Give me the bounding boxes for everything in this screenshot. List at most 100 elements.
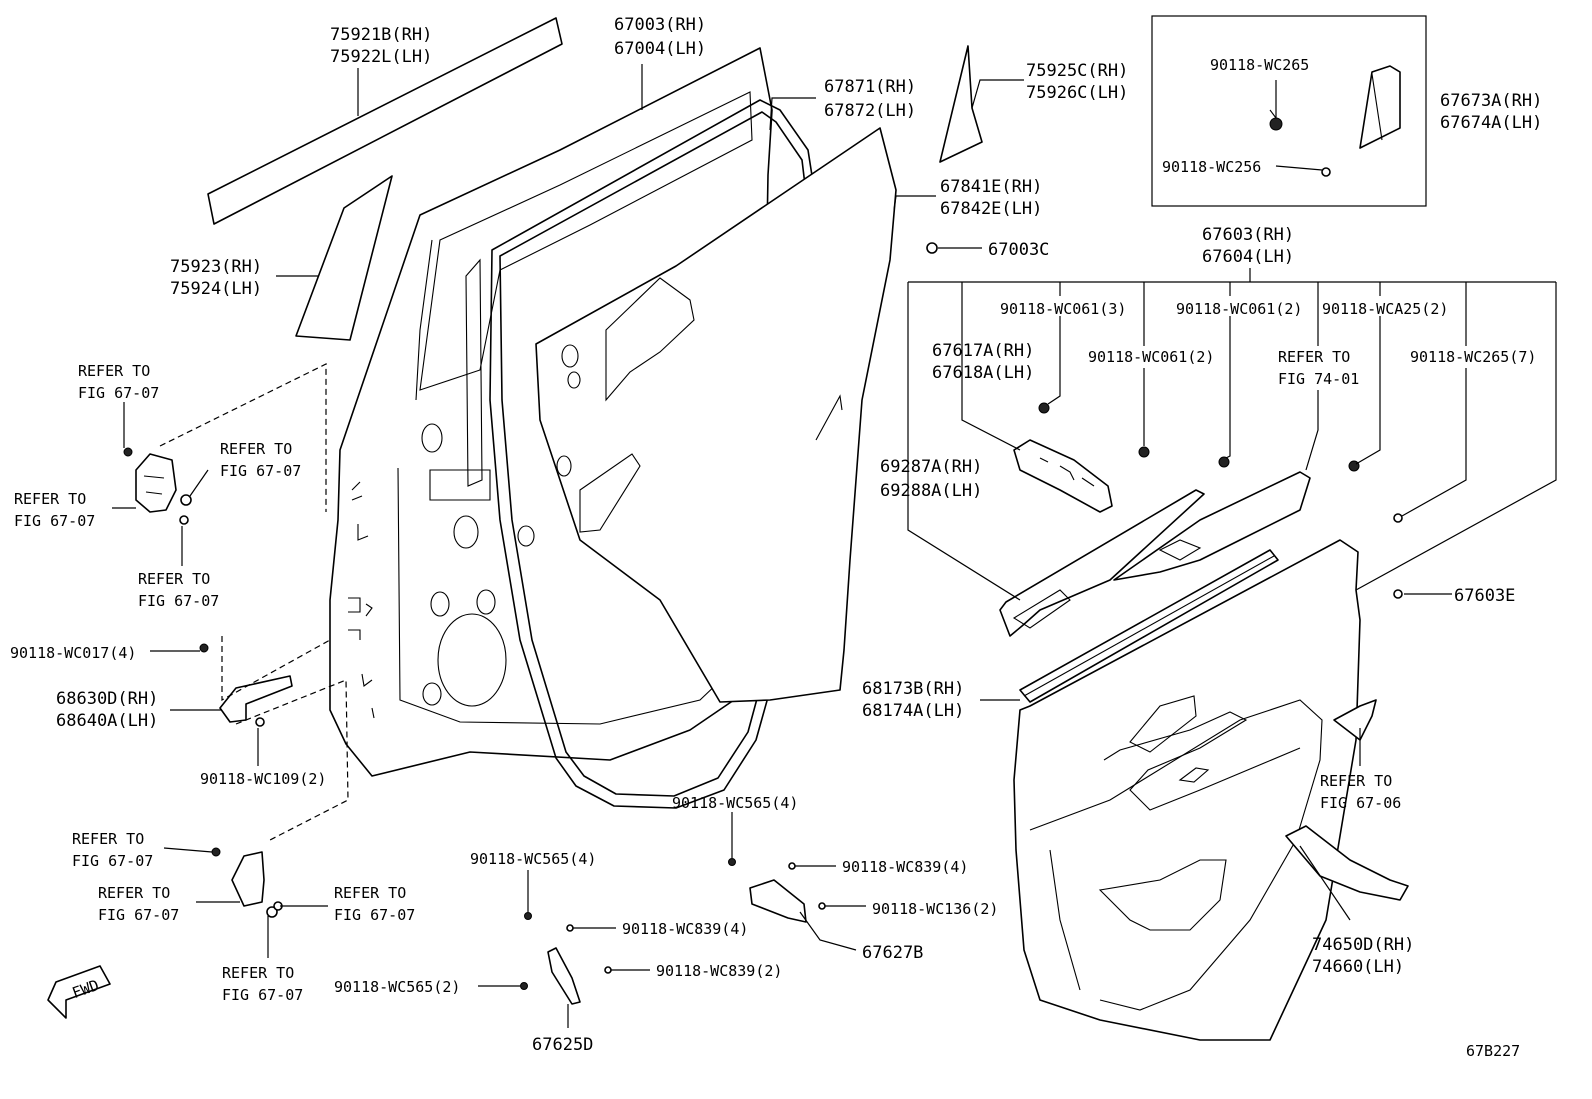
switch-bezel-drawing <box>1013 439 1113 513</box>
label-67603e: 67603E <box>1454 586 1515 606</box>
label-75925c: 75925C(RH) <box>1026 61 1128 81</box>
fwd-arrow: FWD <box>47 965 111 1019</box>
upper-hinge-drawing <box>123 447 192 525</box>
label-refer-lower-hinge-d: REFER TO <box>222 964 294 982</box>
label-74660: 74660(LH) <box>1312 957 1404 977</box>
pillar-garnish-drawing <box>939 45 983 163</box>
label-68173b: 68173B(RH) <box>862 679 964 699</box>
label-wc565-4a: 90118-WC565(4) <box>672 794 798 812</box>
label-wc136-2: 90118-WC136(2) <box>872 900 998 918</box>
label-75924: 75924(LH) <box>170 279 262 299</box>
bracket-67625d-drawing <box>547 947 581 1005</box>
label-68174a: 68174A(LH) <box>862 701 964 721</box>
label-67618a: 67618A(LH) <box>932 363 1034 383</box>
label-wc839-4b: 90118-WC839(4) <box>622 920 748 938</box>
screw-wc565-drawing <box>728 858 736 866</box>
label-67617a: 67617A(RH) <box>932 341 1034 361</box>
lower-hinge-drawing <box>211 847 283 918</box>
label-fig-upper-hinge-d: FIG 67-07 <box>138 592 219 610</box>
label-refer-upper-hinge-a: REFER TO <box>78 362 150 380</box>
label-75922l: 75922L(LH) <box>330 47 432 67</box>
clip-wc265-drawing <box>1393 513 1403 523</box>
inset-box <box>1151 15 1427 207</box>
label-68640a: 68640A(LH) <box>56 711 158 731</box>
clip-67603e-drawing <box>1393 589 1403 599</box>
label-67003: 67003(RH) <box>614 15 706 35</box>
label-fig-upper-hinge-b: FIG 67-07 <box>220 462 301 480</box>
label-67003c: 67003C <box>988 240 1049 260</box>
label-wc265-box: 90118-WC265 <box>1210 56 1309 74</box>
label-67004: 67004(LH) <box>614 39 706 59</box>
label-74650d: 74650D(RH) <box>1312 935 1414 955</box>
label-wc265-7: 90118-WC265(7) <box>1410 348 1536 366</box>
label-wc256: 90118-WC256 <box>1162 158 1261 176</box>
label-wc565-2: 90118-WC565(2) <box>334 978 460 996</box>
label-fig-67-06: FIG 67-06 <box>1320 794 1401 812</box>
label-wc109-2: 90118-WC109(2) <box>200 770 326 788</box>
label-wc061-3: 90118-WC061(3) <box>1000 300 1126 318</box>
label-refer-lower-hinge-c: REFER TO <box>334 884 406 902</box>
label-fig-lower-hinge-c: FIG 67-07 <box>334 906 415 924</box>
label-wc017-4: 90118-WC017(4) <box>10 644 136 662</box>
label-wc565-4b: 90118-WC565(4) <box>470 850 596 868</box>
screw-wc061-2b-drawing <box>1218 456 1230 468</box>
label-75923: 75923(RH) <box>170 257 262 277</box>
label-refer-upper-hinge-c: REFER TO <box>14 490 86 508</box>
glass-run-inner-drawing <box>499 111 813 797</box>
door-check-drawing <box>199 643 293 727</box>
armrest-base-drawing <box>999 489 1205 637</box>
label-75921b: 75921B(RH) <box>330 25 432 45</box>
door-trim-board-drawing <box>1013 539 1361 1041</box>
service-hole-cover-drawing <box>535 127 897 703</box>
corner-garnish-drawing <box>1333 699 1377 741</box>
label-69287a: 69287A(RH) <box>880 457 982 477</box>
label-refer-upper-hinge-d: REFER TO <box>138 570 210 588</box>
label-fig-lower-hinge-b: FIG 67-07 <box>98 906 179 924</box>
label-refer-67-06: REFER TO <box>1320 772 1392 790</box>
label-wc061-2b: 90118-WC061(2) <box>1088 348 1214 366</box>
leader-lines <box>112 64 1557 1028</box>
pillar-cover-drawing <box>1359 65 1401 149</box>
upper-trim-drawing <box>1113 471 1311 581</box>
label-67604: 67604(LH) <box>1202 247 1294 267</box>
label-69288a: 69288A(LH) <box>880 481 982 501</box>
label-67603: 67603(RH) <box>1202 225 1294 245</box>
label-fig-upper-hinge-a: FIG 67-07 <box>78 384 159 402</box>
part-labels: 75921B(RH) 75922L(LH) 67003(RH) 67004(LH… <box>10 15 1542 1060</box>
label-fig-74-01: FIG 74-01 <box>1278 370 1359 388</box>
label-67871: 67871(RH) <box>824 77 916 97</box>
clip-wc256-drawing <box>1321 167 1331 177</box>
label-67674a: 67674A(LH) <box>1440 113 1542 133</box>
label-refer-lower-hinge-b: REFER TO <box>98 884 170 902</box>
lower-cover-drawing <box>1285 825 1409 901</box>
bracket-67627b-drawing <box>749 879 807 923</box>
label-wc839-2: 90118-WC839(2) <box>656 962 782 980</box>
label-67872: 67872(LH) <box>824 101 916 121</box>
screw-wc061-3-drawing <box>1038 402 1050 414</box>
label-fig-lower-hinge-d: FIG 67-07 <box>222 986 303 1004</box>
clip-67003c-drawing <box>926 242 938 254</box>
frame-applique-drawing <box>295 175 393 341</box>
label-67627b: 67627B <box>862 943 923 963</box>
label-fig-lower-hinge-a: FIG 67-07 <box>72 852 153 870</box>
label-refer-upper-hinge-b: REFER TO <box>220 440 292 458</box>
glass-run-drawing <box>489 99 823 809</box>
screw-wc061-2a-drawing <box>1138 446 1150 458</box>
label-68630d: 68630D(RH) <box>56 689 158 709</box>
service-hole-cover-detail-drawing <box>579 277 695 533</box>
label-75926c: 75926C(LH) <box>1026 83 1128 103</box>
label-67841e: 67841E(RH) <box>940 177 1042 197</box>
drawing-id: 67B227 <box>1466 1042 1520 1060</box>
label-fig-upper-hinge-c: FIG 67-07 <box>14 512 95 530</box>
label-refer-to-74-01: REFER TO <box>1278 348 1350 366</box>
label-refer-lower-hinge-a: REFER TO <box>72 830 144 848</box>
outer-belt-moulding-drawing <box>207 17 563 225</box>
dashed-reference-lines <box>159 363 349 841</box>
label-wc061-2a: 90118-WC061(2) <box>1176 300 1302 318</box>
label-67625d: 67625D <box>532 1035 593 1055</box>
label-wca25-2: 90118-WCA25(2) <box>1322 300 1448 318</box>
label-wc839-4a: 90118-WC839(4) <box>842 858 968 876</box>
label-67673a: 67673A(RH) <box>1440 91 1542 111</box>
label-67842e: 67842E(LH) <box>940 199 1042 219</box>
